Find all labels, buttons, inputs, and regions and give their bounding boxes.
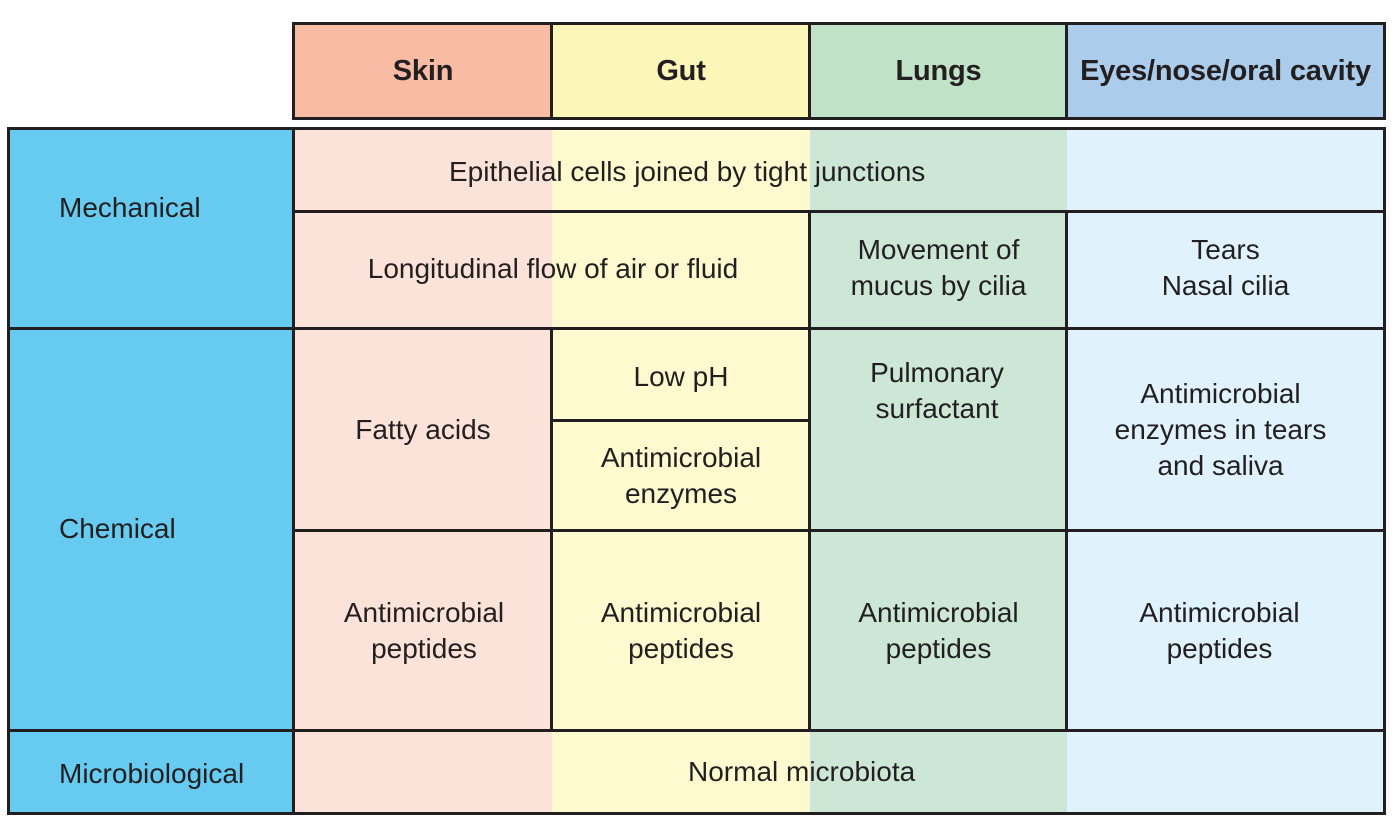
cell-peptides-gut-line-1: Antimicrobial <box>600 597 762 628</box>
lungs-column-background <box>810 129 1067 813</box>
cell-peptides-lungs-line-1: Antimicrobial <box>858 597 1019 628</box>
cell-surfactant-line-2: surfactant <box>875 393 999 424</box>
hline-low-ph-bottom <box>550 419 811 422</box>
body-right-border <box>1383 127 1386 815</box>
gut-column-background <box>552 129 810 813</box>
cell-peptides-eyes: Antimicrobial peptides <box>1067 531 1384 731</box>
body-left-border <box>7 127 10 815</box>
row-label-chemical: Chemical <box>9 329 294 731</box>
header-divider-2 <box>808 22 811 120</box>
cell-peptides-skin: Antimicrobial peptides <box>294 531 552 731</box>
row-label-microbiological: Microbiological <box>9 731 294 813</box>
vline-mucus-left <box>808 210 811 731</box>
body-bottom-border <box>7 812 1386 815</box>
cell-eyes-enzymes-line-2: enzymes in tears <box>1114 414 1327 445</box>
cell-peptides-gut: Antimicrobial peptides <box>552 531 810 731</box>
body-top-border <box>7 127 1386 130</box>
cell-peptides-eyes-line-2: peptides <box>1166 633 1273 664</box>
hline-chemical-bottom <box>7 729 1386 732</box>
cell-epithelial-cells: Epithelial cells joined by tight junctio… <box>449 155 926 187</box>
header-divider-3 <box>1065 22 1068 120</box>
cell-pulmonary-surfactant: Pulmonary surfactant <box>810 355 1064 427</box>
cell-gut-enzymes-line-1: Antimicrobial <box>600 442 762 473</box>
cell-tears-line-2: Nasal cilia <box>1161 269 1290 301</box>
header-top-border <box>292 22 1386 25</box>
cell-eyes-enzymes: Antimicrobial enzymes in tears and saliv… <box>1067 329 1384 531</box>
header-gut: Gut <box>552 24 810 119</box>
header-left-border <box>292 22 295 120</box>
cell-mucus-line-1: Movement of <box>857 233 1020 265</box>
vline-eyes-left <box>1065 210 1068 731</box>
header-divider-1 <box>550 22 553 120</box>
cell-peptides-skin-line-1: Antimicrobial <box>343 597 505 628</box>
cell-tears-nasal-cilia: Tears Nasal cilia <box>1067 212 1384 329</box>
cell-peptides-gut-line-2: peptides <box>628 633 734 664</box>
cell-gut-enzymes: Antimicrobial enzymes <box>552 421 810 531</box>
vline-skin-gut <box>550 327 553 731</box>
header-skin: Skin <box>294 24 552 119</box>
hline-epithelial-bottom <box>292 210 1386 213</box>
header-lungs: Lungs <box>810 24 1067 119</box>
cell-eyes-enzymes-line-3: and saliva <box>1157 450 1284 481</box>
cell-longitudinal-flow: Longitudinal flow of air or fluid <box>367 252 739 284</box>
header-right-border <box>1383 22 1386 120</box>
cell-gut-enzymes-line-2: enzymes <box>624 478 738 509</box>
label-column-divider <box>292 127 295 815</box>
cell-surfactant-line-1: Pulmonary <box>870 357 1004 388</box>
cell-peptides-lungs: Antimicrobial peptides <box>810 531 1067 731</box>
cell-normal-microbiota: Normal microbiota <box>688 756 916 787</box>
cell-peptides-skin-line-2: peptides <box>371 633 477 664</box>
skin-column-background <box>294 129 552 813</box>
cell-mucus-movement: Movement of mucus by cilia <box>810 212 1067 329</box>
cell-eyes-enzymes-line-1: Antimicrobial <box>1140 378 1301 409</box>
cell-fatty-acids: Fatty acids <box>355 414 491 445</box>
cell-peptides-lungs-line-2: peptides <box>885 633 992 664</box>
hline-mechanical-bottom <box>7 327 1386 330</box>
row-label-mechanical: Mechanical <box>9 129 294 329</box>
hline-chemical-mid <box>292 529 1386 532</box>
eyes-column-background <box>1067 129 1384 813</box>
cell-peptides-eyes-line-1: Antimicrobial <box>1139 597 1300 628</box>
header-bottom-border <box>292 117 1386 120</box>
cell-mucus-line-2: mucus by cilia <box>850 269 1027 301</box>
cell-low-ph: Low pH <box>633 361 729 392</box>
cell-tears-line-1: Tears <box>1191 233 1260 265</box>
header-eyes: Eyes/nose/oral cavity <box>1067 24 1384 119</box>
